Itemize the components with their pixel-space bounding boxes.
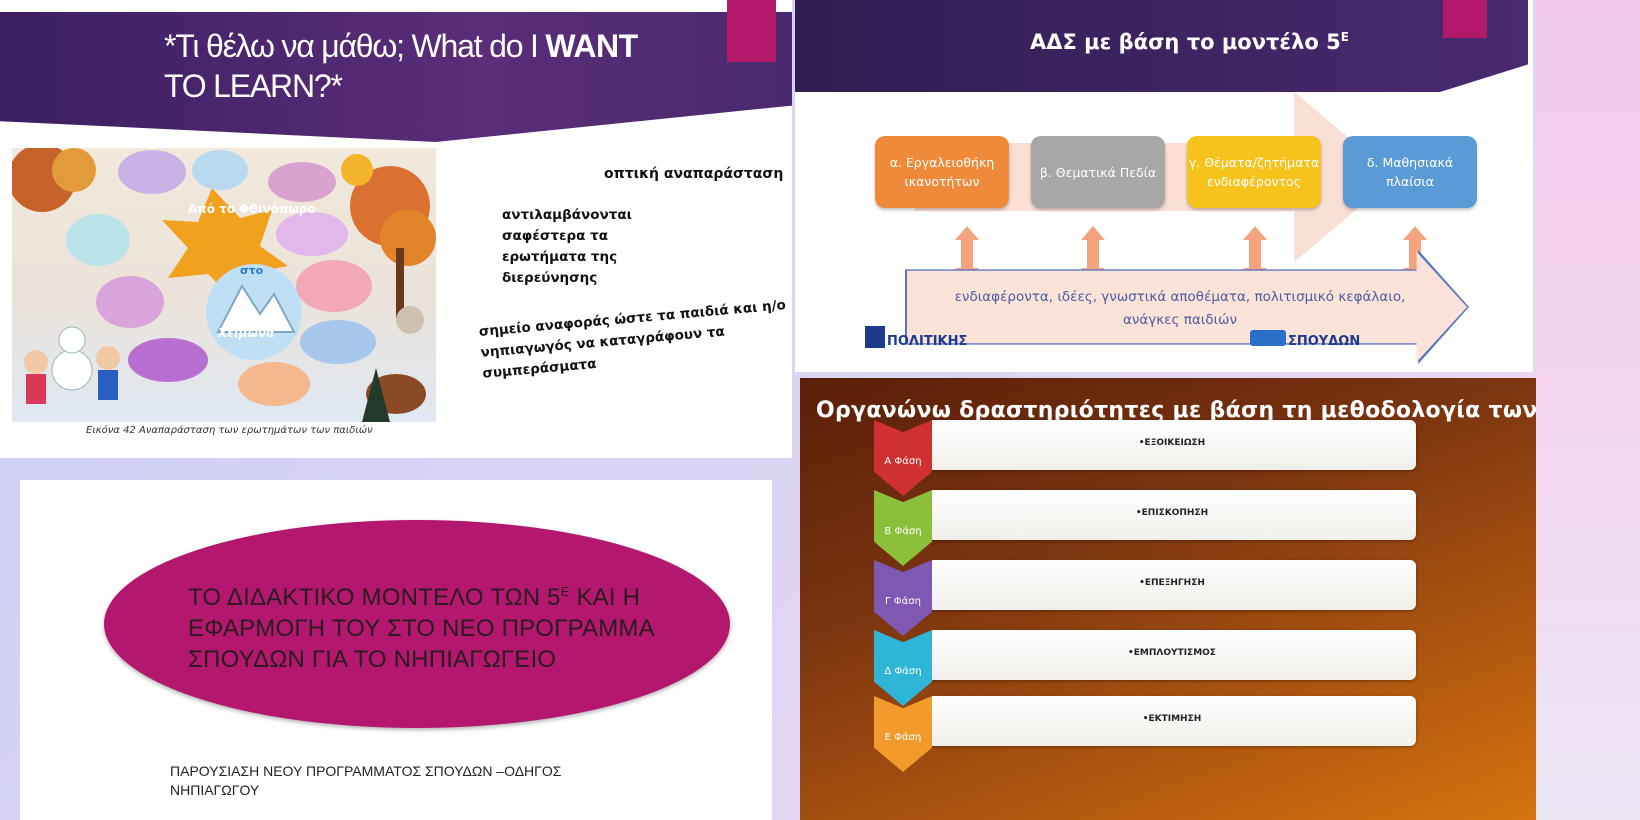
phase-chevron: Δ Φάση: [874, 630, 932, 706]
slide-want-to-learn: *Τι θέλω να μάθω; What do I WANT TO LEAR…: [0, 0, 792, 458]
title-line-3: ΣΠΟΥΔΩΝ ΓΙΑ ΤΟ ΝΗΠΙΑΓΩΓΕΙΟ: [188, 646, 557, 673]
logo-left-text: ΠΟΛΙΤΙΚΗΣ: [887, 334, 968, 349]
logo-left-icon: [865, 326, 885, 348]
phase-row: •ΕΠΕΞΗΓΗΣΗ Γ Φάση: [874, 560, 1416, 640]
slide-title: ΑΔΣ με βάση το μοντέλο 5Ε: [1030, 30, 1349, 54]
phase-bar: •ΕΚΤΙΜΗΣΗ: [928, 696, 1416, 746]
title-ellipse: [104, 520, 730, 728]
logo-right-text: ΣΠΟΥΔΩΝ: [1288, 334, 1361, 349]
phase-label: Α Φάση: [884, 455, 922, 467]
title-sup: Ε: [560, 584, 570, 599]
phase-label: Ε Φάση: [884, 731, 922, 743]
phase-row: •ΕΚΤΙΜΗΣΗ Ε Φάση: [874, 696, 1416, 776]
text-visual-representation: οπτική αναπαράσταση: [604, 166, 784, 182]
phase-bar: •ΕΞΟΙΚΕΙΩΣΗ: [928, 420, 1416, 470]
phase-chevron: Γ Φάση: [874, 560, 932, 636]
logo-right-icon: [1250, 330, 1286, 346]
text-understand-questions: αντιλαμβάνονται σαφέστερα τα ερωτήματα τ…: [502, 207, 632, 286]
phase-label: Δ Φάση: [884, 665, 922, 677]
children-interests-text: ενδιαφέροντα, ιδέες, γνωστικά αποθέματα,…: [954, 289, 1406, 328]
phase-label: Β Φάση: [884, 525, 922, 537]
phase-chevron: Α Φάση: [874, 420, 932, 496]
title-suffix: TO LEARN?*: [164, 68, 343, 104]
poster-to-label: στο: [240, 264, 264, 277]
children-questions-poster: Από το Φθινόπωρο στο Χειμώνα: [12, 148, 436, 422]
slide-title-sup: Ε: [1340, 30, 1349, 44]
title-line-1-text: ΤΟ ΔΙΔΑΚΤΙΚΟ ΜΟΝΤΕΛΟ ΤΩΝ 5: [188, 584, 561, 611]
phase-bar: •ΕΠΕΞΗΓΗΣΗ: [928, 560, 1416, 610]
phase-chevron: Ε Φάση: [874, 696, 932, 772]
phase-row: •ΕΜΠΛΟΥΤΙΣΜΟΣ Δ Φάση: [874, 630, 1416, 710]
box-topics-of-interest: γ. Θέματα/ζητήματα ενδιαφέροντος: [1187, 136, 1321, 208]
title-bold: WANT: [545, 28, 638, 64]
slide-title-text: ΑΔΣ με βάση το μοντέλο 5: [1030, 30, 1341, 54]
title-line-2: ΕΦΑΡΜΟΓΗ ΤΟΥ ΣΤΟ ΝΕΟ ΠΡΟΓΡΑΜΜΑ: [188, 615, 655, 642]
title-line-1: ΤΟ ΔΙΔΑΚΤΙΚΟ ΜΟΝΤΕΛΟ ΤΩΝ 5Ε ΚΑΙ Η: [188, 576, 728, 613]
phase-bar: •ΕΜΠΛΟΥΤΙΣΜΟΣ: [928, 630, 1416, 680]
right-background-strip: [1536, 0, 1640, 820]
poster-autumn-label: Από το Φθινόπωρο: [188, 202, 316, 216]
slide-title: ΤΟ ΔΙΔΑΚΤΙΚΟ ΜΟΝΤΕΛΟ ΤΩΝ 5Ε ΚΑΙ Η ΕΦΑΡΜΟ…: [188, 576, 728, 675]
slide-title: *Τι θέλω να μάθω; What do I WANT TO LEAR…: [164, 26, 684, 106]
box-thematic-fields: β. Θεματικά Πεδία: [1031, 136, 1165, 208]
figure-caption: Εικόνα 42 Αναπαράσταση των ερωτημάτων τω…: [86, 425, 373, 436]
subtitle-line-2: ΝΗΠΙΑΓΩΓΟΥ: [170, 782, 260, 798]
slide-teaching-model: ΤΟ ΔΙΔΑΚΤΙΚΟ ΜΟΝΤΕΛΟ ΤΩΝ 5Ε ΚΑΙ Η ΕΦΑΡΜΟ…: [20, 480, 772, 820]
phase-label: Γ Φάση: [885, 595, 921, 607]
slide-ads-5e-model: ΑΔΣ με βάση το μοντέλο 5Ε α. Εργαλειοθήκ…: [795, 0, 1533, 372]
text-reference-point: σημείο αναφοράς ώστε τα παιδιά και η/ο ν…: [478, 297, 787, 382]
title-line-1-end: ΚΑΙ Η: [569, 584, 641, 611]
slide-subtitle: ΠΑΡΟΥΣΙΑΣΗ ΝΕΟΥ ΠΡΟΓΡΑΜΜΑΤΟΣ ΣΠΟΥΔΩΝ –ΟΔ…: [170, 762, 670, 800]
accent-block: [727, 0, 776, 62]
poster-illustration: [12, 148, 436, 422]
phase-row: •ΕΠΙΣΚΟΠΗΣΗ Β Φάση: [874, 490, 1416, 570]
phase-row: •ΕΞΟΙΚΕΙΩΣΗ Α Φάση: [874, 420, 1416, 500]
accent-block: [1443, 0, 1487, 38]
poster-winter-label: Χειμώνα: [218, 326, 275, 340]
subtitle-line-1: ΠΑΡΟΥΣΙΑΣΗ ΝΕΟΥ ΠΡΟΓΡΑΜΜΑΤΟΣ ΣΠΟΥΔΩΝ –ΟΔ…: [170, 763, 562, 779]
box-learning-contexts: δ. Μαθησιακά πλαίσια: [1343, 136, 1477, 208]
phase-bar: •ΕΠΙΣΚΟΠΗΣΗ: [928, 490, 1416, 540]
title-prefix: *Τι θέλω να μάθω; What do I: [164, 28, 546, 64]
slide-5e-activities: Οργανώνω δραστηριότητες με βάση τη μεθοδ…: [800, 378, 1604, 820]
box-competencies-toolkit: α. Εργαλειοθήκη ικανοτήτων: [875, 136, 1009, 208]
phase-chevron: Β Φάση: [874, 490, 932, 566]
slide-header-band: [795, 0, 1528, 92]
slide-title: Οργανώνω δραστηριότητες με βάση τη μεθοδ…: [816, 398, 1585, 423]
